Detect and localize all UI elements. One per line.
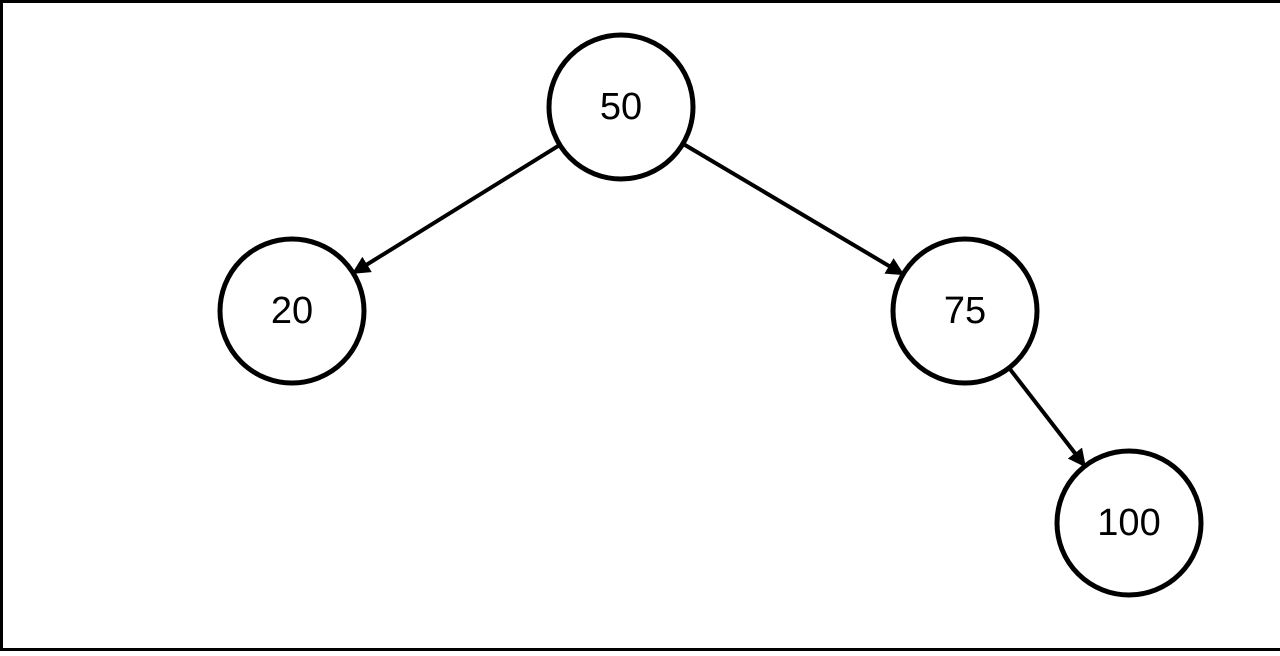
tree-edge-n75-n100 [1007, 366, 1086, 468]
tree-node-75: 75 [890, 236, 1040, 386]
tree-node-label: 20 [271, 290, 313, 332]
tree-node-label: 75 [944, 290, 986, 332]
tree-node-20: 20 [217, 236, 367, 386]
tree-node-label: 100 [1097, 502, 1160, 544]
tree-node-circle [546, 32, 696, 182]
tree-node-100: 100 [1054, 448, 1204, 598]
tree-node-circle [217, 236, 367, 386]
tree-node-label: 50 [600, 86, 642, 128]
tree-node-circle [1054, 448, 1204, 598]
tree-node-50: 50 [546, 32, 696, 182]
tree-edge-n50-n75 [681, 142, 905, 276]
tree-edge-n50-n20 [351, 143, 561, 274]
tree-node-circle [890, 236, 1040, 386]
